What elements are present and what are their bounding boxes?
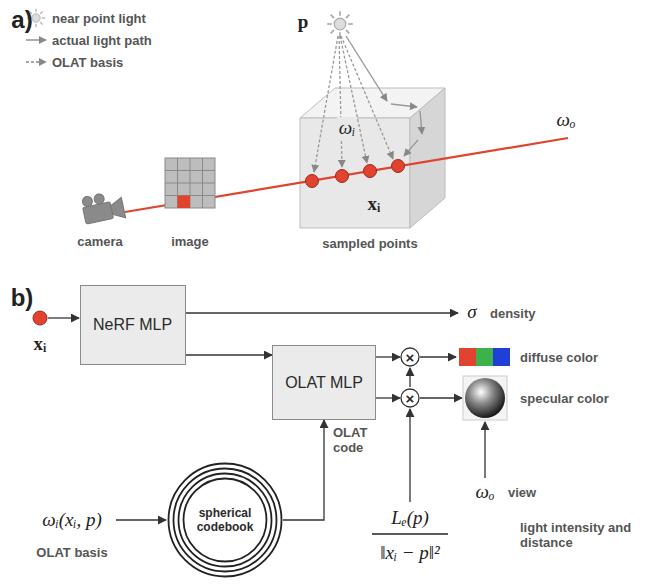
basis-arrow	[116, 519, 166, 520]
circle-outline	[401, 348, 419, 366]
fraction-numerator: Lₑ(p)	[391, 507, 429, 529]
camera-label: camera	[77, 234, 123, 249]
image-grid	[165, 158, 215, 208]
mlp-box: OLAT MLP	[272, 345, 376, 420]
view-label: view	[508, 485, 536, 500]
node-text: NeRF MLP	[83, 309, 182, 341]
light-position: p	[298, 11, 309, 33]
connector-arrow	[186, 354, 273, 355]
panel-label: b)	[11, 284, 34, 312]
density-arrow	[185, 312, 458, 313]
ring	[179, 474, 272, 567]
view-direction: ωₒ	[476, 481, 495, 503]
panel-label: a)	[11, 6, 32, 34]
dashed-arrow-sample	[26, 61, 46, 62]
olat-basis-rays	[314, 36, 393, 172]
fraction-denominator: ‖xᵢ − p‖²	[380, 542, 440, 564]
ring	[174, 469, 277, 572]
codebook-circle: spherical codebook	[167, 462, 283, 578]
points-label: sampled points	[322, 236, 417, 251]
incident-direction: ωᵢ	[337, 117, 357, 139]
multiply-circle: ×	[400, 388, 420, 408]
point-light	[327, 11, 353, 37]
view-arrow	[484, 422, 485, 478]
multiply-circle: ×	[400, 347, 420, 367]
light-arrow-upper	[409, 368, 410, 387]
light-arrow	[409, 409, 410, 502]
connector-arrow	[283, 420, 324, 520]
legend-text: near point light	[52, 11, 146, 26]
fraction-bar	[372, 533, 448, 534]
output-label: specular color	[520, 391, 609, 406]
outgoing-direction: ωₒ	[557, 109, 576, 131]
basis-label: OLAT basis	[36, 545, 107, 560]
cube-side	[410, 88, 445, 228]
ring	[184, 479, 267, 562]
mlp-box: NeRF MLP	[80, 285, 186, 365]
legend-text: OLAT basis	[52, 55, 123, 70]
node-text: ×	[406, 391, 415, 406]
diffuse-arrow	[420, 356, 456, 357]
sphere-frame	[463, 376, 507, 420]
intensity-label: light intensity and distance	[520, 520, 638, 550]
solid-arrow-sample	[26, 39, 46, 40]
node-text: spherical codebook	[190, 506, 260, 535]
legend-text: actual light path	[52, 33, 152, 48]
specular-arrow	[420, 397, 462, 398]
sample-point: xᵢ	[368, 193, 381, 215]
diffuse-swatch	[459, 348, 510, 366]
node-text: OLAT MLP	[275, 367, 373, 399]
connector-arrow	[376, 356, 400, 357]
ring	[169, 464, 282, 577]
camera-icon	[81, 189, 126, 226]
density-symbol: σ	[467, 301, 476, 323]
sampled-points	[306, 160, 405, 188]
camera-ray	[125, 138, 568, 212]
output-label: diffuse color	[520, 350, 598, 365]
node-text: ×	[406, 350, 415, 365]
edge-label: OLAT code	[333, 425, 377, 455]
connector-arrow	[376, 397, 400, 398]
output-label: density	[490, 306, 536, 321]
circle-outline	[401, 389, 419, 407]
basis-function: ωᵢ(xᵢ, p)	[42, 509, 102, 531]
input-arrow	[48, 317, 79, 318]
input-point-label: xᵢ	[34, 333, 47, 355]
input-point	[33, 311, 47, 325]
specular-sphere	[465, 378, 505, 418]
image-label: image	[171, 234, 209, 249]
